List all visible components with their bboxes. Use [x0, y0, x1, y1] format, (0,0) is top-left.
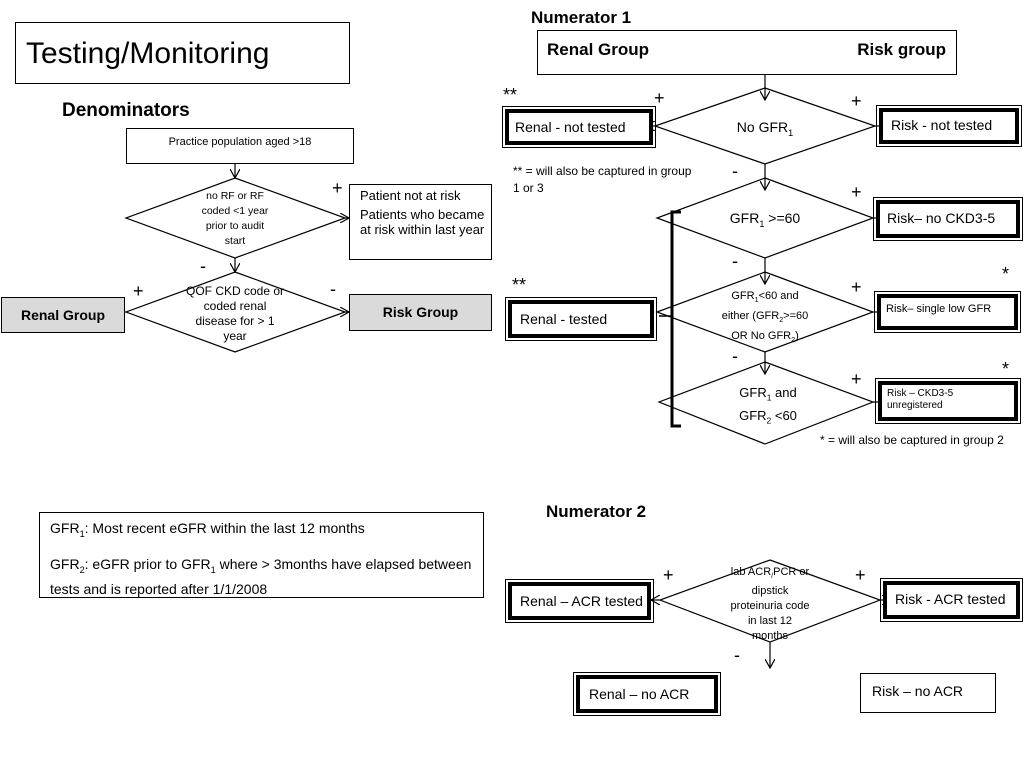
- risk-single-low-box: Risk– single low GFR: [874, 291, 1021, 333]
- diamond-qof-ckd-text: QOF CKD code or coded renal disease for …: [185, 284, 285, 343]
- risk-group-box: Risk Group: [349, 294, 492, 331]
- plus-sign: +: [133, 281, 144, 301]
- gfr-lt60-text: GFR1<60 and either (GFR2>=60 OR No GFR2): [721, 290, 809, 345]
- gfr2-definition: GFR2: eGFR prior to GFR1 where > 3months…: [50, 556, 472, 597]
- risk-not-tested-box: Risk - not tested: [876, 105, 1022, 147]
- definitions-box: GFR1: Most recent eGFR within the last 1…: [39, 512, 484, 598]
- plus-sign: +: [851, 182, 862, 202]
- renal-no-acr-box: Renal – no ACR: [573, 672, 721, 716]
- risk-group-label: Risk group: [857, 40, 946, 59]
- page-title: Testing/Monitoring: [26, 37, 270, 70]
- plus-sign: +: [332, 178, 343, 198]
- risk-acr-tested-box: Risk - ACR tested: [880, 578, 1023, 622]
- title-box: Testing/Monitoring: [15, 22, 350, 84]
- note-double-star: ** = will also be captured in group 1 or…: [513, 164, 692, 195]
- double-star-marker: **: [503, 85, 518, 105]
- double-star-marker: **: [512, 275, 527, 295]
- minus-sign: -: [732, 251, 738, 271]
- risk-unregistered-box: Risk – CKD3-5 unregistered: [875, 378, 1021, 424]
- plus-sign: +: [851, 277, 862, 297]
- diamond-gfr1-gfr2: [657, 361, 875, 445]
- renal-tested-box: Renal - tested: [505, 297, 657, 341]
- plus-sign: +: [851, 369, 862, 389]
- renal-group-box: Renal Group: [1, 297, 125, 333]
- minus-sign: -: [330, 279, 336, 299]
- diamond-rf-coded-text: no RF or RF coded <1 year prior to audit…: [201, 190, 269, 247]
- minus-sign: -: [200, 256, 206, 276]
- note-single-star: * = will also be captured in group 2: [820, 433, 1004, 447]
- gfr-ge60-text: GFR1 >=60: [729, 210, 801, 229]
- renal-acr-tested-box: Renal – ACR tested: [505, 579, 654, 623]
- plus-sign: +: [663, 565, 674, 585]
- diamond-qof-ckd: [124, 271, 347, 353]
- numerator2-heading: Numerator 2: [546, 502, 647, 521]
- renal-not-tested-box: Renal - not tested: [502, 106, 656, 148]
- not-at-risk-box: Patient not at risk Patients who became …: [349, 184, 492, 260]
- numerator1-heading: Numerator 1: [531, 8, 632, 27]
- minus-sign: -: [732, 346, 738, 366]
- gfr1-definition: GFR1: Most recent eGFR within the last 1…: [50, 520, 365, 539]
- renal-group-label: Renal Group: [547, 40, 650, 59]
- no-gfr-text: No GFR1: [736, 119, 794, 138]
- minus-sign: -: [732, 161, 738, 181]
- gfr1-gfr2-text: GFR1 and GFR2 <60: [739, 385, 797, 426]
- practice-population-box: Practice population aged >18: [126, 128, 354, 164]
- star-marker: *: [1002, 359, 1010, 379]
- plus-sign: +: [654, 88, 665, 108]
- plus-sign: +: [855, 565, 866, 585]
- denominators-heading: Denominators: [62, 100, 190, 121]
- plus-sign: +: [851, 91, 862, 111]
- group-header-box: Renal Group Risk group: [537, 30, 957, 75]
- risk-no-acr-box: Risk – no ACR: [860, 673, 996, 713]
- acr-diamond-text: lab ACR/PCR or dipstick proteinuria code…: [730, 566, 810, 643]
- minus-sign: -: [734, 645, 740, 665]
- risk-no-ckd-box: Risk– no CKD3-5: [873, 197, 1023, 241]
- star-marker: *: [1002, 264, 1010, 284]
